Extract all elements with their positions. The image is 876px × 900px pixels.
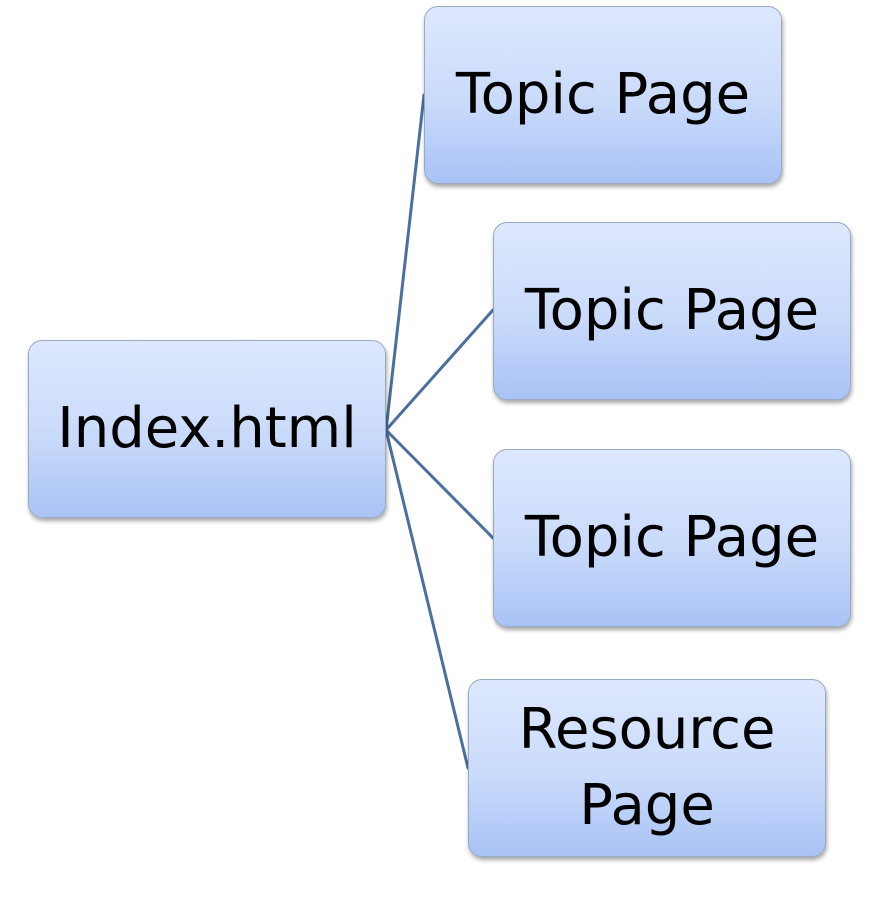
resource-page-node: Resource Page [468, 679, 826, 857]
topic-page-node-2-label: Topic Page [524, 277, 820, 343]
connector-root-to-topic-1 [384, 93, 426, 432]
index-node-label: Index.html [57, 395, 357, 461]
topic-page-node-1-label: Topic Page [455, 61, 751, 127]
topic-page-node-3-label: Topic Page [524, 504, 820, 570]
topic-page-node-3: Topic Page [493, 449, 851, 627]
topic-page-node-1: Topic Page [424, 6, 782, 184]
connector-root-to-topic-2 [384, 308, 495, 432]
connector-root-to-topic-3 [384, 428, 495, 540]
connector-root-to-resource [384, 428, 470, 770]
index-node: Index.html [28, 340, 386, 518]
resource-page-node-label: Resource Page [518, 696, 776, 838]
topic-page-node-2: Topic Page [493, 222, 851, 400]
